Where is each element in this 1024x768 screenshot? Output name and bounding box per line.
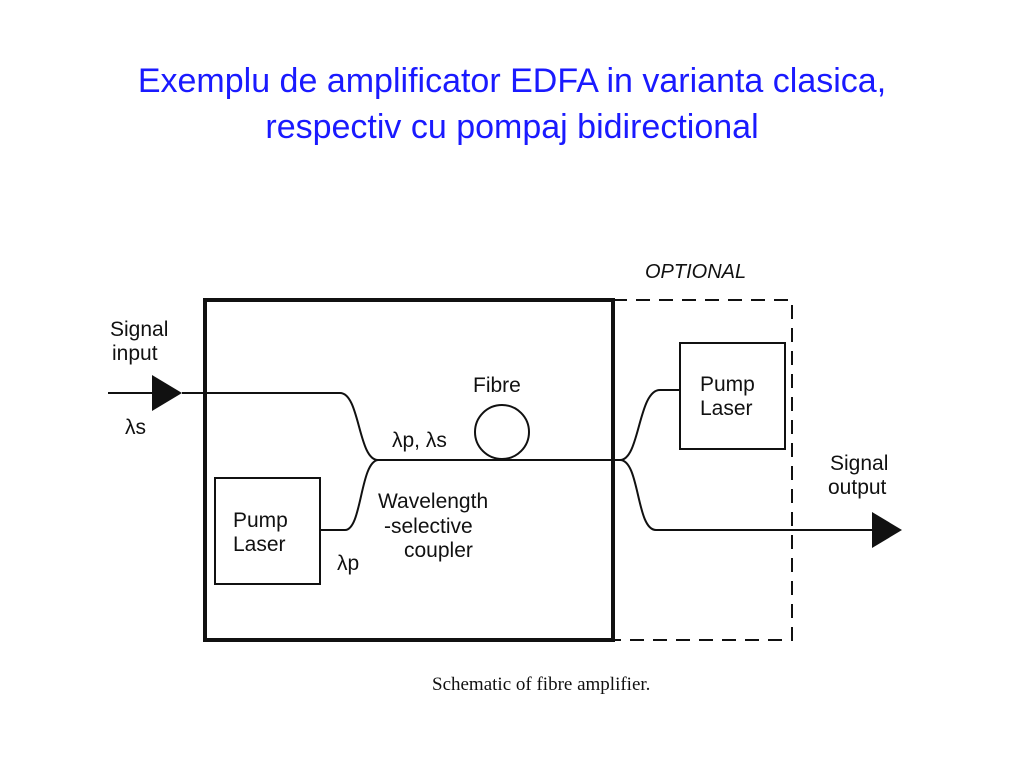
coupler-label-2: -selective	[384, 515, 473, 538]
pump-fibre-path	[320, 459, 379, 531]
optional-label: OPTIONAL	[645, 261, 746, 283]
coupler-label-3: coupler	[404, 539, 473, 562]
optional-pump-label-2: Laser	[700, 397, 753, 420]
pump-laser-box	[214, 477, 321, 585]
input-fibre-path	[182, 392, 612, 461]
title-line-1: Exemplu de amplificator EDFA in varianta…	[137, 62, 887, 100]
coupler-label-1: Wavelength	[378, 490, 488, 513]
fibre-coil-icon	[474, 404, 530, 460]
signal-output-label-1: Signal	[830, 452, 888, 475]
lambda-ps-label: λp, λs	[392, 429, 447, 452]
signal-input-label-1: Signal	[110, 318, 168, 341]
optional-dashed-box	[613, 299, 793, 641]
signal-input-label-2: input	[112, 342, 158, 365]
lambda-p-label: λp	[337, 552, 359, 575]
amplifier-box	[203, 298, 615, 642]
pump-laser-label-1: Pump	[233, 509, 288, 532]
optional-pump-label-1: Pump	[700, 373, 755, 396]
optional-pump-laser-box	[679, 342, 786, 450]
lambda-s-label: λs	[125, 416, 146, 439]
slide-title: Exemplu de amplificator EDFA in varianta…	[0, 58, 1024, 150]
signal-input-arrow	[152, 375, 182, 411]
output-fibre-path	[612, 459, 880, 531]
signal-output-label-2: output	[828, 476, 887, 499]
optional-pump-fibre-path	[619, 389, 680, 461]
signal-output-arrow	[872, 512, 902, 548]
diagram-caption: Schematic of fibre amplifier.	[432, 674, 650, 695]
pump-laser-label-2: Laser	[233, 533, 286, 556]
fibre-label: Fibre	[473, 374, 521, 397]
title-line-2: respectiv cu pompaj bidirectional	[265, 108, 759, 146]
